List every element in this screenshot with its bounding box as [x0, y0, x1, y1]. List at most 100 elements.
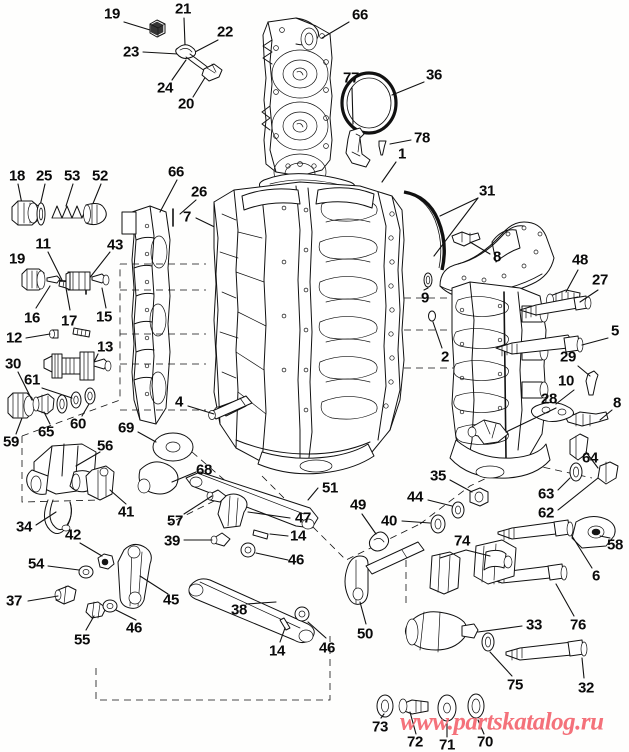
bolts-48-27-5	[495, 269, 609, 357]
callout-61: 61	[23, 371, 41, 389]
part-36-o-ring	[340, 71, 425, 135]
callout-8-upper: 8	[492, 248, 502, 266]
right-exhaust-housing	[439, 221, 555, 479]
site-watermark: www.partskatalog.ru	[400, 708, 604, 736]
callout-52: 52	[91, 167, 109, 185]
callout-72: 72	[406, 733, 424, 751]
callout-39: 39	[163, 532, 181, 550]
callout-4: 4	[174, 393, 184, 411]
callout-30: 30	[4, 355, 22, 373]
part-9-and-2	[423, 272, 443, 349]
callout-8-lower: 8	[612, 394, 622, 412]
callout-17: 17	[60, 312, 78, 330]
callout-35: 35	[429, 467, 447, 485]
callout-77: 77	[342, 69, 360, 87]
part-41-bracket	[85, 465, 127, 505]
callout-46-lower: 46	[318, 639, 336, 657]
callout-13: 13	[96, 338, 114, 356]
part-4-dowel	[187, 395, 253, 420]
callout-44: 44	[406, 488, 424, 506]
callout-49: 49	[349, 496, 367, 514]
callout-42: 42	[64, 526, 82, 544]
callout-11: 11	[35, 235, 51, 253]
callout-64: 64	[581, 449, 599, 467]
callout-47: 47	[294, 509, 312, 527]
linkage-assembly	[27, 471, 425, 644]
callout-20: 20	[177, 95, 195, 113]
callout-2: 2	[440, 348, 450, 366]
callout-62: 62	[537, 504, 555, 522]
part-33-solenoid	[404, 611, 588, 679]
callout-28: 28	[540, 390, 558, 408]
callout-48: 48	[571, 251, 589, 269]
callout-66-top: 66	[351, 6, 369, 24]
callout-45: 45	[162, 591, 180, 609]
parts-29-10-28-64	[467, 365, 599, 469]
part-31-hose	[403, 190, 479, 271]
callout-69: 69	[117, 419, 135, 437]
part-26-seal	[172, 199, 197, 227]
callout-9: 9	[420, 289, 430, 307]
part-21-22-sensor-lead	[175, 44, 223, 82]
callout-24: 24	[156, 79, 174, 97]
callout-31: 31	[478, 182, 496, 200]
callout-73: 73	[371, 718, 389, 736]
parts-18-25-53-52	[11, 183, 107, 226]
callout-16: 16	[23, 309, 41, 327]
callout-60: 60	[69, 415, 87, 433]
callout-10: 10	[557, 372, 575, 390]
callout-51: 51	[321, 479, 339, 497]
part-56-manifold	[26, 443, 101, 495]
main-cylinder-block	[213, 181, 405, 475]
callout-36: 36	[425, 66, 443, 84]
callout-66-left: 66	[167, 163, 185, 181]
callout-43: 43	[106, 236, 124, 254]
part-78-pin	[378, 139, 412, 156]
callout-12: 12	[5, 329, 23, 347]
parts-35-44-40	[401, 479, 489, 534]
callout-33: 33	[525, 616, 543, 634]
part-77-bracket	[345, 87, 371, 168]
callout-54: 54	[27, 555, 45, 573]
callout-6: 6	[591, 567, 601, 585]
callout-37: 37	[5, 592, 23, 610]
callout-46-upper: 46	[287, 551, 305, 569]
callout-71: 71	[438, 736, 456, 752]
parts-73-72-71-70	[376, 693, 485, 738]
callout-18: 18	[8, 167, 26, 185]
callout-21: 21	[174, 0, 192, 18]
callout-23: 23	[122, 43, 140, 61]
part-8-fitting-lower	[565, 409, 613, 427]
callout-38: 38	[230, 601, 248, 619]
small-parts-row-59-65	[7, 371, 96, 435]
callout-22: 22	[216, 23, 234, 41]
callout-50: 50	[356, 625, 374, 643]
part-34-clamp	[35, 499, 72, 534]
callout-65: 65	[37, 423, 55, 441]
callout-57: 57	[166, 512, 184, 530]
callout-14-upper: 14	[289, 527, 307, 545]
callout-26: 26	[190, 183, 208, 201]
callout-46-left: 46	[125, 619, 143, 637]
part-69-68	[137, 431, 197, 495]
callout-59: 59	[2, 433, 20, 451]
parts-63-62-58-6-76	[487, 461, 619, 617]
callout-19-top: 19	[103, 5, 121, 23]
part-66-cylinder-head-top	[261, 17, 350, 191]
leaders-top-left	[123, 17, 219, 98]
part-8-fitting-upper	[451, 231, 491, 255]
small-parts-column-left	[21, 251, 112, 381]
callout-1: 1	[397, 145, 407, 163]
callout-15: 15	[95, 308, 113, 326]
callout-41: 41	[117, 503, 135, 521]
callout-56: 56	[96, 437, 114, 455]
callout-19-left: 19	[8, 250, 26, 268]
part-74-mounts	[429, 539, 517, 595]
callout-25: 25	[35, 167, 53, 185]
callout-29: 29	[559, 348, 577, 366]
callout-58: 58	[606, 536, 624, 554]
part-66-gasket-plate	[121, 179, 178, 425]
callout-53: 53	[63, 167, 81, 185]
callout-63: 63	[537, 485, 555, 503]
